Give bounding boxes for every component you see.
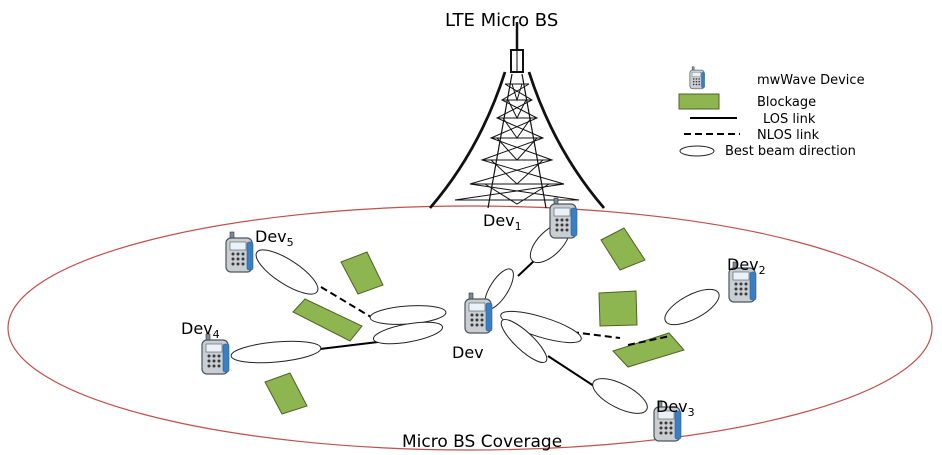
beam-ellipse: [500, 310, 582, 344]
device-label-2: Dev2: [727, 255, 766, 277]
legend: mwWave Device Blockage LOS link NLOS lin…: [678, 66, 865, 159]
blockage-swatch: [678, 93, 720, 110]
beam-ellipse: [255, 249, 319, 295]
beam-ellipse: [372, 321, 444, 345]
coverage-area: [7, 205, 933, 451]
los-link: [319, 341, 379, 350]
legend-device-label: mwWave Device: [757, 73, 865, 88]
blockage: [340, 251, 384, 295]
legend-los-label: LOS link: [763, 112, 816, 127]
beam-ellipse: [664, 288, 720, 326]
legend-blockage-label: Blockage: [757, 95, 816, 110]
tower-icon: [428, 22, 606, 209]
center-device-label: Dev: [452, 343, 484, 362]
beam-ellipse: [592, 378, 648, 414]
device-icon: [225, 231, 254, 273]
coverage-label: Micro BS Coverage: [402, 432, 562, 452]
beam-swatch: [679, 145, 715, 157]
blockage: [292, 298, 363, 342]
blockage: [598, 290, 638, 327]
nlos-link: [320, 286, 372, 318]
device-icon: [464, 292, 493, 334]
device-label-4: Dev4: [181, 319, 220, 341]
blockage: [600, 227, 646, 271]
nlos-link: [627, 335, 671, 346]
device-icon: [549, 197, 578, 239]
legend-nlos-label: NLOS link: [757, 128, 820, 143]
los-link: [517, 259, 536, 277]
blockage: [612, 332, 685, 368]
device-label-3: Dev3: [656, 397, 695, 419]
tower-title: LTE Micro BS: [445, 10, 558, 31]
beams: [230, 222, 720, 414]
device-label-5: Dev5: [255, 227, 294, 249]
legend-beam-label: Best beam direction: [725, 144, 856, 159]
device-icon: [689, 66, 706, 90]
los-link: [547, 355, 598, 389]
beam-ellipse: [500, 319, 548, 363]
nlos-link: [571, 331, 621, 339]
beam-ellipse: [230, 340, 322, 364]
blockage: [264, 372, 308, 415]
blockage-group: [264, 227, 685, 415]
device-label-1: Dev1: [483, 211, 522, 233]
